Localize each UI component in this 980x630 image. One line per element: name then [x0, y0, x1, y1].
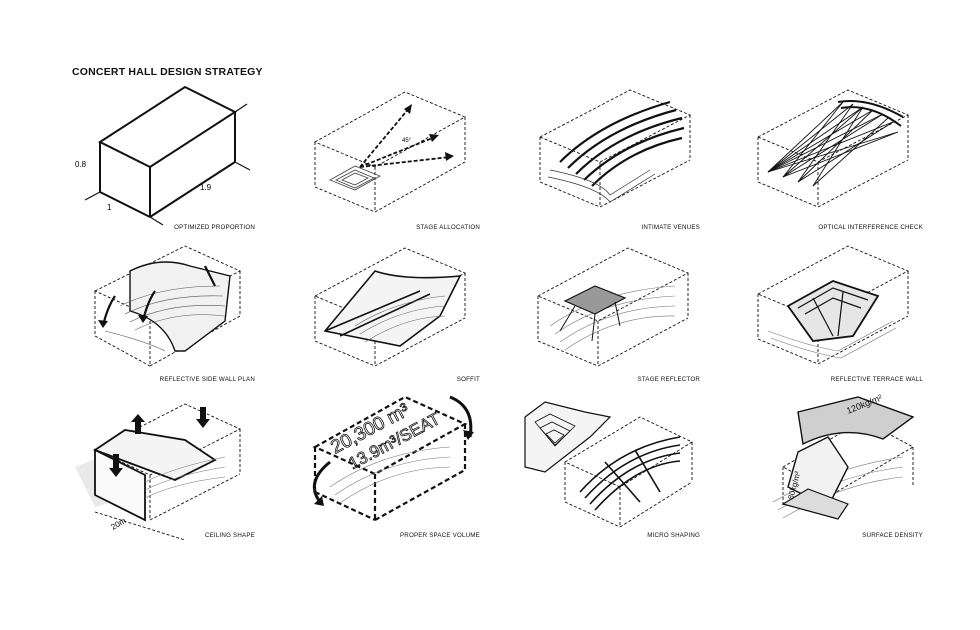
height-label: 0.8	[75, 160, 87, 169]
terrace-wall-icon	[756, 245, 910, 365]
volume-icon: 20,300 m³ 13.9m³/SEAT	[312, 395, 474, 521]
panel-ceiling-shape: 20m CEILING SHAPE	[75, 392, 255, 542]
seating-bands-icon	[538, 89, 692, 208]
panel-caption: SURFACE DENSITY	[862, 532, 923, 539]
panel-stage-reflector: STAGE REFLECTOR	[520, 236, 700, 386]
surface-density-icon: 120kg/m² 80kg/m²	[772, 393, 915, 520]
panel-caption: MICRO SHAPING	[647, 532, 700, 539]
panel-proper-space-volume: 20,300 m³ 13.9m³/SEAT PROPER SPACE VOLUM…	[300, 392, 480, 542]
side-wall-icon	[93, 245, 242, 367]
ceiling-shape-icon: 20m	[75, 403, 242, 541]
length-label: 1.9	[200, 183, 212, 192]
panel-caption: PROPER SPACE VOLUME	[399, 532, 480, 539]
panel-caption: REFLECTIVE TERRACE WALL	[830, 376, 923, 383]
panel-caption: INTIMATE VENUES	[641, 224, 700, 231]
panel-optical-interference-check: OPTICAL INTERFERENCE CHECK	[743, 82, 923, 232]
panel-caption: CEILING SHAPE	[204, 532, 255, 539]
solid-box-icon: 0.8 1.9 1	[75, 85, 251, 226]
panel-reflective-side-wall-plan: REFLECTIVE SIDE WALL PLAN	[75, 236, 255, 386]
panel-soffit: SOFFIT	[300, 236, 480, 386]
panel-caption: STAGE ALLOCATION	[416, 224, 480, 231]
panel-intimate-venues: INTIMATE VENUES	[520, 82, 700, 232]
panel-micro-shaping: MICRO SHAPING	[520, 392, 700, 542]
panel-caption: SOFFIT	[456, 376, 480, 383]
panel-stage-allocation: 45° STAGE ALLOCATION	[300, 82, 480, 232]
panel-caption: OPTICAL INTERFERENCE CHECK	[818, 224, 923, 231]
panel-optimized-proportion: 0.8 1.9 1 OPTIMIZED PROPORTION	[75, 82, 255, 232]
micro-shaping-icon	[524, 401, 693, 528]
angle-label: 45°	[402, 138, 412, 144]
width-label: 1	[107, 203, 112, 212]
sheet-title: CONCERT HALL DESIGN STRATEGY	[72, 66, 263, 78]
panel-caption: OPTIMIZED PROPORTION	[174, 224, 255, 231]
panel-caption: STAGE REFLECTOR	[637, 376, 700, 383]
sightline-fan-icon	[756, 89, 910, 208]
base-dimension-label: 20m	[110, 516, 128, 532]
panel-reflective-terrace-wall: REFLECTIVE TERRACE WALL	[743, 236, 923, 386]
soffit-icon	[313, 247, 467, 367]
reflector-icon	[536, 247, 690, 367]
stage-arrows-icon: 45°	[313, 91, 467, 213]
panel-caption: REFLECTIVE SIDE WALL PLAN	[159, 376, 255, 383]
panel-surface-density: 120kg/m² 80kg/m² SURFACE DENSITY	[743, 392, 923, 542]
